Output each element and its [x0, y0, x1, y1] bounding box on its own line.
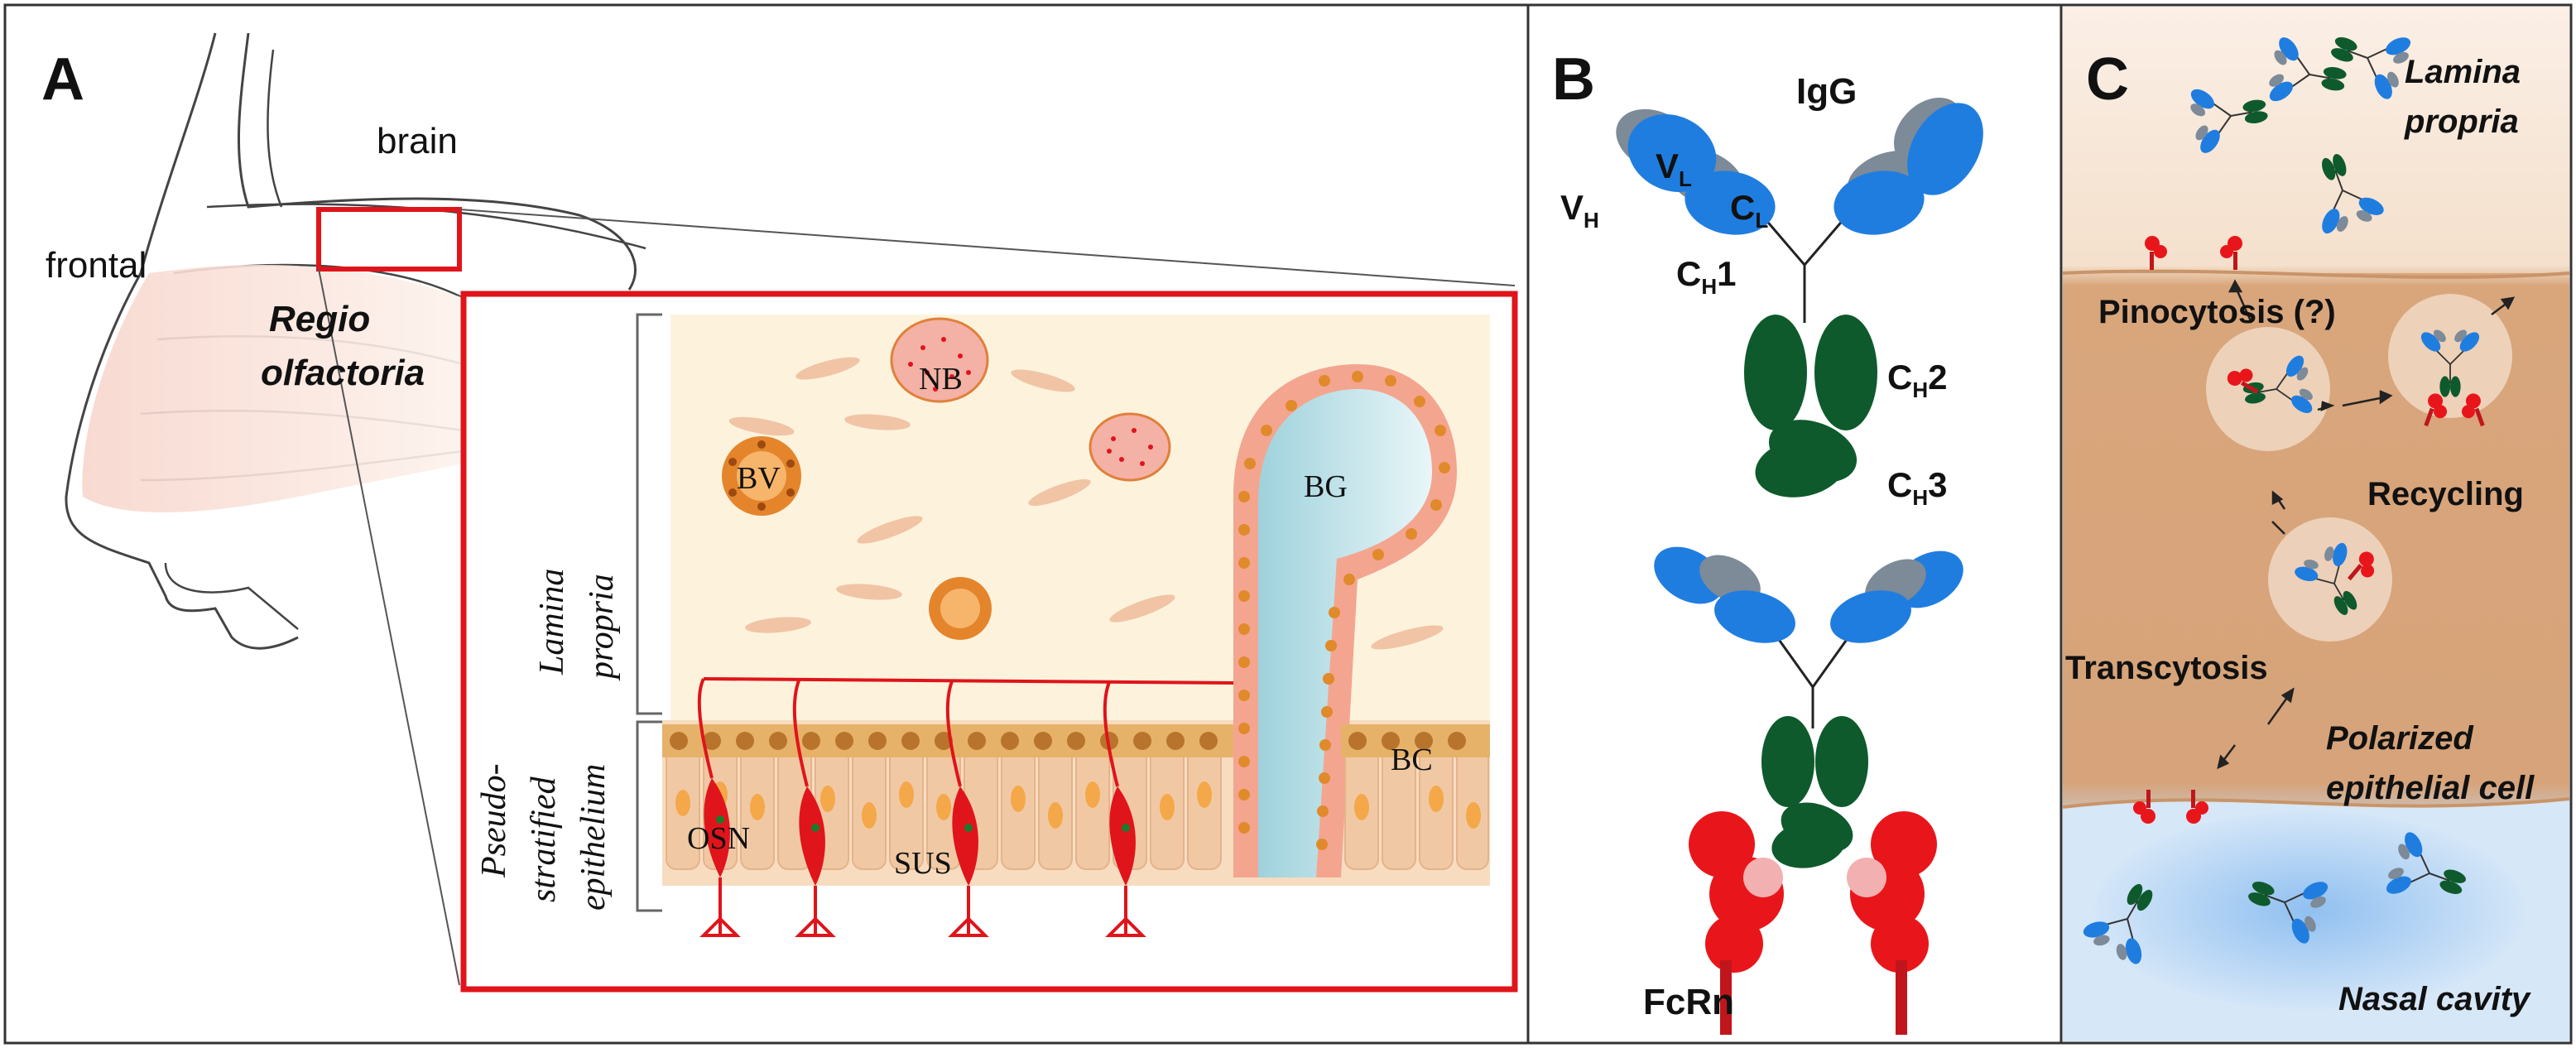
label-lamina: Lamina [533, 569, 571, 675]
zoom-source-box [316, 207, 462, 272]
osn-dendrites [697, 677, 1234, 787]
vesicle-pinocytosis [2206, 327, 2330, 451]
label-bc: BC [1391, 743, 1433, 777]
label-cl: CL [1730, 188, 1768, 233]
vesicle-recycling [2388, 294, 2512, 418]
label-c-lamina: Lamina [2405, 54, 2521, 90]
label-frontal: frontal [46, 245, 147, 286]
label-polarized: Polarized [2326, 720, 2474, 757]
label-bg: BG [1304, 469, 1348, 504]
panel-a-letter: A [41, 46, 84, 113]
label-ch1: CH1 [1676, 254, 1736, 299]
label-epithelium: epithelium [574, 764, 613, 911]
label-igg: IgG [1796, 71, 1857, 112]
head-profile-outline [65, 32, 299, 650]
label-nasal-cavity: Nasal cavity [2338, 981, 2531, 1017]
transport-arrows [2217, 279, 2516, 770]
label-epithelial-cell: epithelial cell [2326, 770, 2535, 806]
panel-c: C Lamina propria [2062, 7, 2570, 1041]
igg-molecule [1616, 97, 1983, 498]
osn-nuclei [716, 815, 1130, 832]
panel-a: A brain frontal Regio olfactoria Lamina … [41, 32, 1518, 993]
label-ch3: CH3 [1887, 465, 1947, 510]
nerve-bundle-large [890, 317, 989, 403]
label-ch2: CH2 [1887, 358, 1947, 402]
label-transcytosis: Transcytosis [2065, 650, 2268, 686]
fibroblasts [728, 357, 1444, 650]
bowman-gland-nuclei [1238, 371, 1450, 850]
sustentacular-nuclei [670, 732, 1466, 750]
blood-vessel-small [929, 577, 992, 640]
label-fcrn: FcRn [1643, 982, 1734, 1022]
skull-outline [237, 32, 637, 291]
label-c-propria: propria [2404, 103, 2519, 140]
label-bv: BV [737, 461, 781, 496]
bracket-lamina [636, 313, 662, 715]
label-olfactoria: olfactoria [261, 353, 425, 393]
epithelial-nuclei [675, 781, 1481, 829]
label-vh: VH [1560, 188, 1599, 233]
bracket-epithelium [636, 720, 662, 912]
label-vl: VL [1656, 147, 1692, 191]
label-recycling: Recycling [2367, 476, 2524, 512]
label-pseudo: Pseudo- [475, 763, 513, 878]
label-pinocytosis: Pinocytosis (?) [2098, 294, 2336, 330]
figure-border [3, 3, 2573, 1045]
label-osn: OSN [687, 821, 750, 856]
vesicle-transcytosis [2268, 517, 2392, 642]
blood-vessel-large [722, 436, 801, 516]
label-sus: SUS [894, 846, 952, 881]
nerve-bundle-small [1089, 412, 1171, 482]
label-nb: NB [919, 362, 963, 397]
osn-axons [699, 877, 1146, 937]
label-propria: propria [583, 574, 621, 681]
nasal-cavity-fill [82, 265, 464, 512]
panel-b: B IgG VH VL CL CH1 CH2 CH3 [1552, 46, 1983, 1035]
panel-c-letter: C [2086, 46, 2129, 113]
panel-b-letter: B [1552, 46, 1595, 113]
zoom-line-top [459, 209, 1516, 286]
label-brain: brain [377, 121, 458, 161]
zoom-line-bottom [318, 268, 460, 986]
label-regio: Regio [269, 299, 370, 339]
bowman-gland-lumen [1258, 389, 1432, 877]
igg-fcrn-complex [1654, 546, 1963, 1035]
osn-cell-bodies [704, 778, 1136, 886]
label-stratified: stratified [525, 776, 563, 902]
